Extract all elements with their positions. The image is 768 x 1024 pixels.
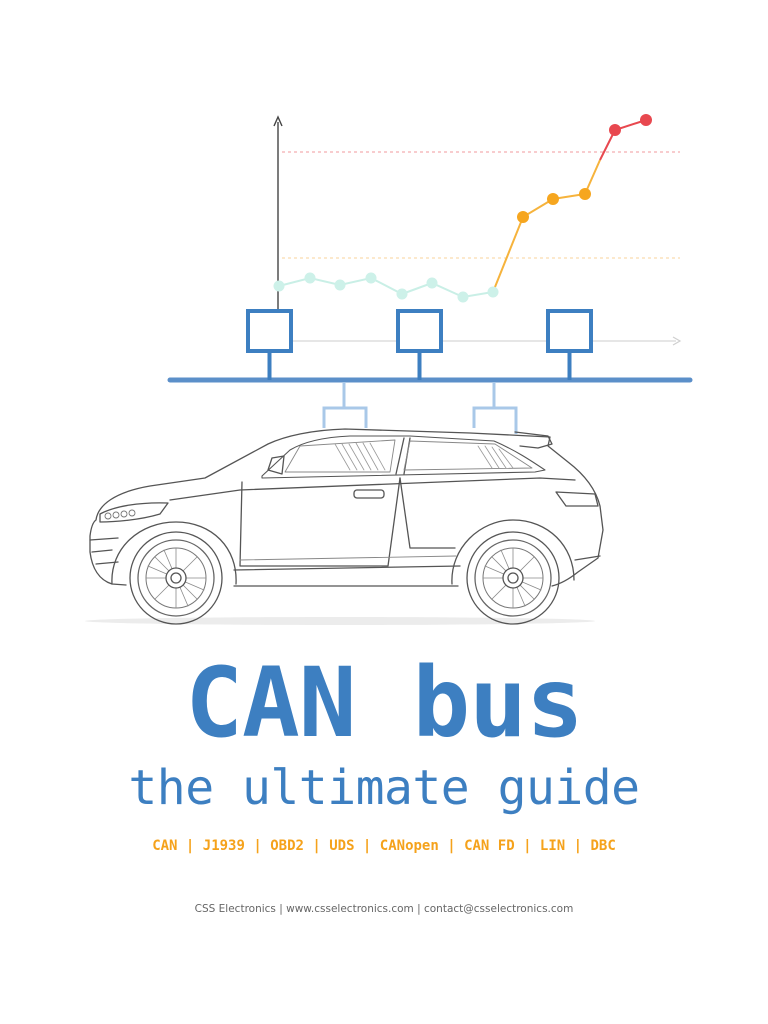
can-node-icon [396,309,443,380]
footer-contact: CSS Electronics | www.csselectronics.com… [194,903,574,915]
page-subtitle: the ultimate guide [128,760,640,816]
chart-point [396,288,408,300]
chart-point [365,272,377,284]
chart-y-axis-arrow [273,115,283,127]
chart-point [304,272,316,284]
can-connector-left [322,382,368,428]
can-node-icon [546,309,593,380]
car-wheel-front [129,531,223,625]
car-shadow [85,617,595,625]
chart-line-mid [492,159,601,293]
topics-list: CAN | J1939 | OBD2 | UDS | CANopen | CAN… [152,838,616,854]
chart-point [609,124,621,136]
chart-point [334,279,346,291]
chart-point [457,291,469,303]
chart-point [426,277,438,289]
can-bus-illustration [85,114,693,625]
chart-point [273,280,285,292]
car-body [89,428,604,587]
car-icon [85,428,604,625]
chart-point [517,211,529,223]
chart-point [547,193,559,205]
chart-point [487,286,499,298]
car-wheel-rear [466,531,560,625]
line-chart-icon [273,114,682,346]
chart-point [640,114,652,126]
can-connector-right [472,382,518,434]
chart-x-axis-arrow [672,336,682,346]
page-title: CAN bus [185,647,584,759]
chart-point [579,188,591,200]
can-bus-line-icon [167,309,693,434]
can-node-icon [246,309,293,380]
chart-line-high [599,119,647,161]
